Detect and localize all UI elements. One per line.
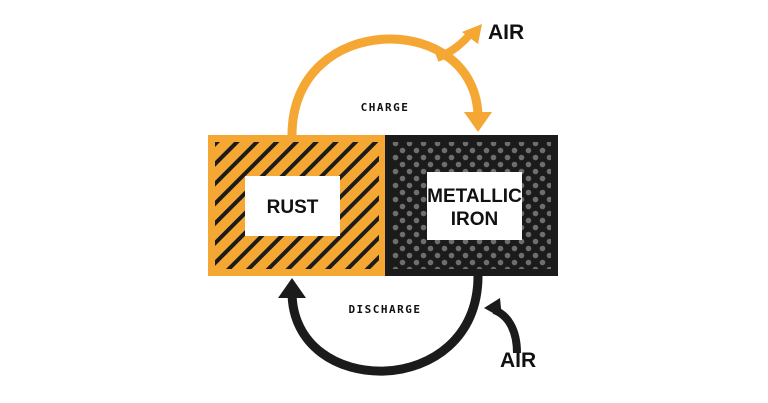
air-out-branch: [435, 29, 476, 62]
air-in-arrowhead-icon: [484, 298, 502, 318]
air-bottom-label: AIR: [500, 349, 536, 372]
air-in-branch: [492, 306, 521, 354]
metallic-label-line2: IRON: [451, 209, 499, 230]
metallic-iron-label-box: [427, 172, 522, 240]
rust-block: RUST: [208, 135, 386, 276]
air-top-label: AIR: [488, 21, 524, 44]
charge-arrowhead-icon: [464, 112, 492, 132]
charge-arc: [287, 34, 483, 136]
metallic-label-line1: METALLIC: [427, 186, 522, 207]
metallic-iron-block: METALLIC IRON: [385, 135, 558, 276]
discharge-label: DISCHARGE: [348, 303, 421, 316]
discharge-arrowhead-icon: [278, 278, 306, 298]
discharge-arrow: [278, 275, 521, 376]
discharge-arc: [287, 275, 483, 376]
rust-label: RUST: [267, 197, 319, 218]
air-out-arrowhead-icon: [462, 24, 482, 44]
charge-arrow: [287, 24, 492, 136]
rust-label-box: [245, 176, 340, 236]
charge-label: CHARGE: [361, 101, 410, 114]
